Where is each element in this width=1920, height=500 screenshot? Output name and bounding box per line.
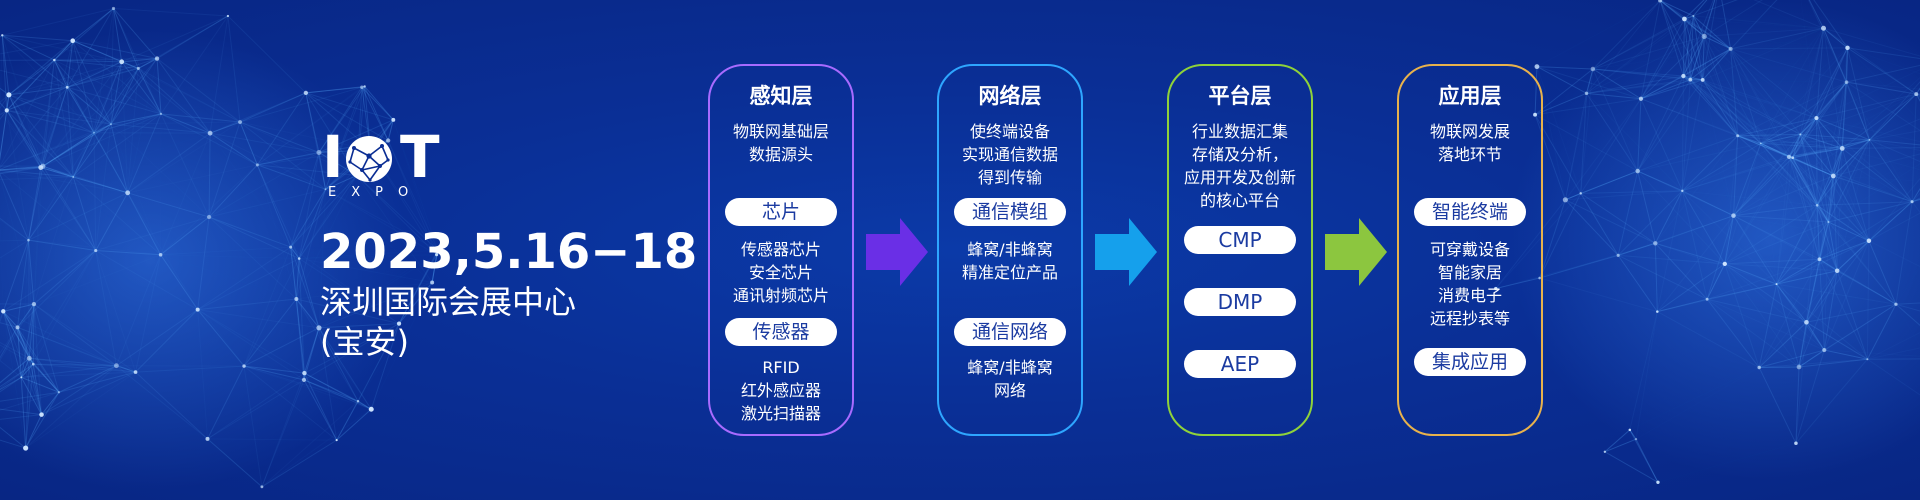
desc-line: 物联网发展 <box>1429 122 1510 141</box>
desc-line: 存储及分析， <box>1191 145 1288 164</box>
layer-description: 使终端设备 实现通信数据 得到传输 <box>939 120 1081 189</box>
arrow-right-icon <box>1095 218 1157 286</box>
desc-line: 的核心平台 <box>1199 191 1280 210</box>
layer-card-network: 网络层 使终端设备 实现通信数据 得到传输 通信模组 蜂窝/非蜂窝 精准定位产品… <box>937 64 1083 436</box>
pill-sensor: 传感器 <box>725 318 837 346</box>
item-line: 蜂窝/非蜂窝 <box>967 358 1053 377</box>
item-line: 消费电子 <box>1437 286 1502 305</box>
layer-title: 应用层 <box>1438 84 1502 108</box>
layer-description: 行业数据汇集 存储及分析， 应用开发及创新 的核心平台 <box>1169 120 1311 212</box>
item-line: 传感器芯片 <box>740 240 821 259</box>
pill-dmp: DMP <box>1184 288 1296 316</box>
comm-module-items: 蜂窝/非蜂窝 精准定位产品 <box>939 238 1081 284</box>
pill-integrated-app: 集成应用 <box>1414 348 1526 376</box>
event-venue: 深圳国际会展中心 (宝安) <box>320 282 576 362</box>
layer-card-platform: 平台层 行业数据汇集 存储及分析， 应用开发及创新 的核心平台 CMP DMP … <box>1167 64 1313 436</box>
item-line: 激光扫描器 <box>740 404 821 423</box>
desc-line: 使终端设备 <box>969 122 1050 141</box>
logo-subtitle: EXPO <box>328 185 424 200</box>
item-line: 蜂窝/非蜂窝 <box>967 240 1053 259</box>
pill-chip: 芯片 <box>725 198 837 226</box>
comm-network-items: 蜂窝/非蜂窝 网络 <box>939 356 1081 402</box>
layer-card-perception: 感知层 物联网基础层 数据源头 芯片 传感器芯片 安全芯片 通讯射频芯片 传感器… <box>708 64 854 436</box>
item-line: 远程抄表等 <box>1429 309 1510 328</box>
desc-line: 行业数据汇集 <box>1191 122 1288 141</box>
desc-line: 实现通信数据 <box>961 145 1058 164</box>
logo-letter-i: I <box>322 123 344 191</box>
arrow-right-icon <box>866 218 928 286</box>
desc-line: 物联网基础层 <box>732 122 829 141</box>
item-line: 精准定位产品 <box>961 263 1058 282</box>
item-line: 安全芯片 <box>748 263 813 282</box>
desc-line: 应用开发及创新 <box>1183 168 1296 187</box>
sensor-items: RFID 红外感应器 激光扫描器 <box>710 356 852 425</box>
pill-cmp: CMP <box>1184 226 1296 254</box>
layer-card-application: 应用层 物联网发展 落地环节 智能终端 可穿戴设备 智能家居 消费电子 远程抄表… <box>1397 64 1543 436</box>
iot-expo-logo: I <box>322 123 446 202</box>
smart-terminal-items: 可穿戴设备 智能家居 消费电子 远程抄表等 <box>1399 238 1541 330</box>
desc-line: 落地环节 <box>1437 145 1502 164</box>
logo-letter-t: T <box>400 123 440 191</box>
chip-items: 传感器芯片 安全芯片 通讯射频芯片 <box>710 238 852 307</box>
layer-title: 感知层 <box>749 84 813 108</box>
item-line: 通讯射频芯片 <box>732 286 829 305</box>
event-date: 2023,5.16−18 <box>320 224 698 280</box>
item-line: RFID <box>762 358 800 377</box>
globe-icon <box>346 136 392 182</box>
venue-name: 深圳国际会展中心 <box>320 283 577 321</box>
layer-description: 物联网发展 落地环节 <box>1399 120 1541 166</box>
pill-aep: AEP <box>1184 350 1296 378</box>
item-line: 可穿戴设备 <box>1429 240 1510 259</box>
layer-description: 物联网基础层 数据源头 <box>710 120 852 166</box>
layer-title: 网络层 <box>978 84 1042 108</box>
layer-title: 平台层 <box>1208 84 1272 108</box>
item-line: 网络 <box>993 381 1026 400</box>
desc-line: 数据源头 <box>748 145 813 164</box>
network-cluster-right <box>1494 0 1920 484</box>
venue-district: (宝安) <box>320 323 409 361</box>
item-line: 红外感应器 <box>740 381 821 400</box>
pill-comm-network: 通信网络 <box>954 318 1066 346</box>
arrow-right-icon <box>1325 218 1387 286</box>
desc-line: 得到传输 <box>977 168 1042 187</box>
item-line: 智能家居 <box>1437 263 1502 282</box>
pill-comm-module: 通信模组 <box>954 198 1066 226</box>
pill-smart-terminal: 智能终端 <box>1414 198 1526 226</box>
